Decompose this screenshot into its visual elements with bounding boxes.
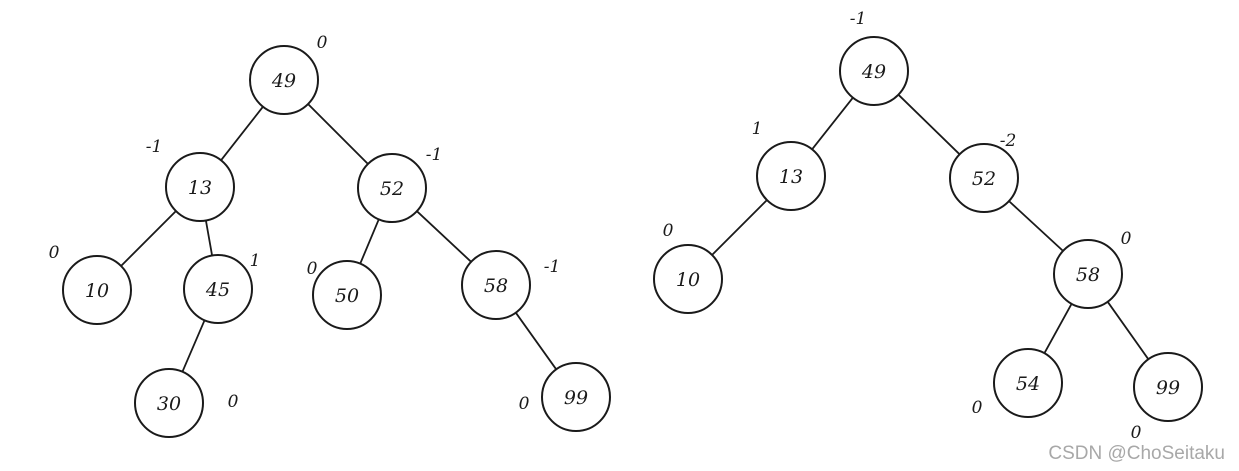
tree-node-52: 52 -1 — [357, 145, 443, 223]
node-value-label: 99 — [564, 387, 588, 409]
edge-n52-n58 — [415, 210, 473, 263]
node-circle — [839, 36, 909, 106]
node-circle — [949, 143, 1019, 213]
watermark: CSDN @ChoSeitaku — [1048, 443, 1225, 464]
tree-node-30: 30 0 — [134, 368, 239, 438]
tree-node-99: 99 0 — [1131, 352, 1203, 443]
node-circle — [653, 244, 723, 314]
node-circle — [1053, 239, 1123, 309]
balance-factor-label: 0 — [972, 398, 983, 418]
balance-factor-label: 0 — [519, 394, 530, 414]
left-avl-tree: 49 0 13 -1 52 -1 10 0 45 1 50 0 58 -1 30 0 99 0 — [49, 33, 611, 438]
node-circle — [541, 362, 611, 432]
balance-factor-label: -1 — [850, 9, 867, 29]
edge-n49-n13 — [220, 105, 264, 162]
tree-node-10: 10 0 — [49, 243, 132, 325]
node-value-label: 13 — [779, 166, 803, 188]
tree-node-45: 45 1 — [183, 251, 261, 324]
node-value-label: 45 — [205, 279, 230, 301]
edge-n58-n99 — [514, 311, 558, 371]
edge-m58-m54 — [1043, 302, 1073, 355]
balance-factor-label: 1 — [752, 119, 763, 139]
tree-node-10: 10 0 — [653, 221, 723, 314]
node-value-label: 49 — [861, 61, 886, 83]
edge-m49-m13 — [811, 96, 854, 151]
node-circle — [62, 255, 132, 325]
node-value-label: 13 — [188, 177, 212, 199]
tree-node-58: 58 0 — [1053, 229, 1132, 309]
node-value-label: 50 — [335, 285, 359, 307]
node-value-label: 54 — [1016, 373, 1040, 395]
balance-factor-label: 0 — [663, 221, 674, 241]
tree-node-49: 49 0 — [249, 33, 328, 115]
tree-node-99: 99 0 — [519, 362, 611, 432]
balance-factor-label: 0 — [1121, 229, 1132, 249]
balance-factor-label: 0 — [317, 33, 328, 53]
balance-factor-label: 1 — [250, 251, 261, 271]
node-value-label: 58 — [1076, 264, 1100, 286]
balance-factor-label: -1 — [544, 257, 561, 277]
node-value-label: 30 — [157, 393, 181, 415]
balance-factor-label: 0 — [1131, 423, 1142, 443]
balance-factor-label: -1 — [146, 137, 163, 157]
right-avl-tree: 49 -1 13 1 52-2 10 0 58 0 54 0 99 0 — [653, 9, 1203, 443]
node-circle — [183, 254, 253, 324]
tree-node-13: 13 1 — [752, 119, 826, 211]
tree-node-52: 52-2 — [949, 131, 1019, 213]
edge-m13-m10 — [711, 199, 768, 256]
node-circle — [165, 152, 235, 222]
node-circle — [756, 141, 826, 211]
edge-n45-n30 — [181, 319, 206, 373]
balance-factor-label: 0 — [228, 392, 239, 412]
balance-factor-label: 0 — [49, 243, 60, 263]
edge-n52-n50 — [359, 218, 380, 265]
node-circle — [312, 260, 382, 330]
node-circle — [993, 348, 1063, 418]
tree-node-54: 54 0 — [972, 348, 1063, 418]
node-circle — [249, 45, 319, 115]
tree-node-50: 50 0 — [307, 259, 382, 330]
tree-node-49: 49 -1 — [839, 9, 909, 106]
node-value-label: 99 — [1156, 377, 1180, 399]
node-circle — [134, 368, 204, 438]
node-value-label: 49 — [271, 70, 296, 92]
edge-n13-n45 — [204, 219, 214, 257]
balance-factor-label: 0 — [307, 259, 318, 279]
balance-factor-label: -1 — [426, 145, 443, 165]
node-value-label: 52 — [380, 178, 404, 200]
edge-m49-m52 — [897, 93, 961, 156]
node-circle — [357, 153, 427, 223]
node-value-label: 52 — [972, 168, 996, 190]
node-value-label: 58 — [484, 275, 508, 297]
node-circle — [1133, 352, 1203, 422]
edge-m58-m99 — [1106, 300, 1150, 361]
tree-node-58: 58 -1 — [461, 250, 561, 320]
node-circle — [461, 250, 531, 320]
node-value-label: 10 — [85, 280, 109, 302]
node-value-label: 10 — [676, 269, 700, 291]
edge-m52-m58 — [1008, 200, 1064, 252]
tree-node-13: 13 -1 — [146, 137, 235, 222]
balance-factor-label: -2 — [1000, 131, 1017, 151]
edge-n49-n52 — [307, 103, 369, 165]
edge-n13-n10 — [120, 210, 177, 267]
